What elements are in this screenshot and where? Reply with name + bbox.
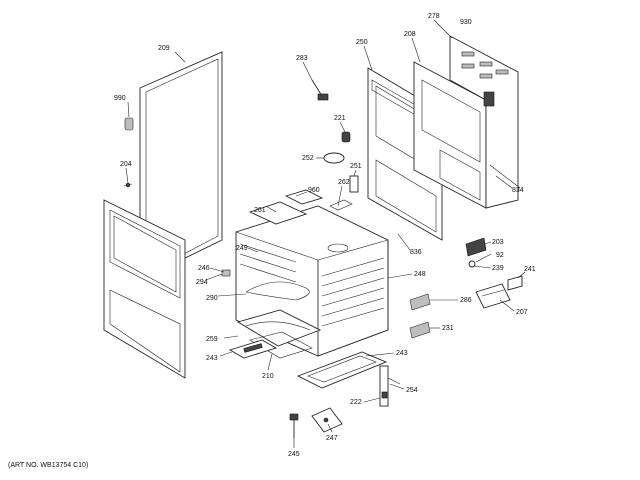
callout-254: 254 bbox=[406, 387, 418, 394]
connector-221 bbox=[341, 131, 351, 143]
callout-203: 203 bbox=[492, 239, 504, 246]
callout-960: 960 bbox=[308, 187, 320, 194]
bracket-252 bbox=[323, 152, 345, 164]
oven-bottom-210 bbox=[249, 331, 313, 359]
top-rear-panel-930 bbox=[449, 35, 521, 209]
callout-241: 241 bbox=[524, 266, 536, 273]
sensor-251 bbox=[349, 175, 359, 193]
bracket-241 bbox=[507, 275, 523, 291]
leveling-bracket-207 bbox=[475, 283, 511, 309]
callout-243-right: 243 bbox=[396, 350, 408, 357]
callout-239: 239 bbox=[492, 265, 504, 272]
door-frame-246 bbox=[103, 199, 186, 379]
screw-204 bbox=[123, 182, 133, 188]
broil-element-290 bbox=[245, 281, 310, 301]
door-latch-254 bbox=[379, 365, 401, 407]
callout-208: 208 bbox=[404, 31, 416, 38]
callout-207: 207 bbox=[516, 309, 528, 316]
callout-labels: 209 990 204 283 250 208 278 930 221 252 … bbox=[114, 13, 536, 458]
callout-290: 290 bbox=[206, 295, 218, 302]
callout-92: 92 bbox=[496, 252, 504, 259]
bolt-283 bbox=[311, 79, 329, 101]
callout-210: 210 bbox=[262, 373, 274, 380]
side-panel-209 bbox=[139, 51, 223, 281]
clip-990 bbox=[124, 117, 134, 131]
callout-246: 246 bbox=[198, 265, 210, 272]
leader-lines bbox=[125, 19, 526, 448]
callout-294: 294 bbox=[196, 279, 208, 286]
switch-286 bbox=[409, 293, 431, 311]
callout-249: 249 bbox=[236, 245, 248, 252]
callout-930: 930 bbox=[460, 19, 472, 26]
callout-261: 261 bbox=[254, 207, 266, 214]
callout-243-left: 243 bbox=[206, 355, 218, 362]
bake-element-259 bbox=[236, 309, 322, 347]
callout-221: 221 bbox=[334, 115, 346, 122]
art-number: (ART NO. WB13754 C10) bbox=[8, 462, 89, 469]
callout-834: 834 bbox=[512, 187, 524, 194]
callout-251: 251 bbox=[350, 163, 362, 170]
callout-231: 231 bbox=[442, 325, 454, 332]
hinge-294 bbox=[221, 269, 231, 277]
callout-204: 204 bbox=[120, 161, 132, 168]
bracket-247 bbox=[311, 407, 343, 433]
callout-262: 262 bbox=[338, 179, 350, 186]
element-262 bbox=[329, 199, 353, 211]
callout-247: 247 bbox=[326, 435, 338, 442]
callout-245: 245 bbox=[288, 451, 300, 458]
callout-222: 222 bbox=[350, 399, 362, 406]
callout-250: 250 bbox=[356, 39, 368, 46]
vent-trim-243-left bbox=[228, 339, 278, 359]
callout-278: 278 bbox=[428, 13, 440, 20]
rack-guides bbox=[239, 243, 385, 327]
callout-248: 248 bbox=[414, 271, 426, 278]
terminal-block-203 bbox=[465, 237, 487, 268]
callout-259: 259 bbox=[206, 336, 218, 343]
callout-209: 209 bbox=[158, 45, 170, 52]
callout-836: 836 bbox=[410, 249, 422, 256]
callout-283: 283 bbox=[296, 55, 308, 62]
duct-261 bbox=[248, 189, 324, 225]
leveling-leg-245 bbox=[289, 413, 299, 438]
callout-286: 286 bbox=[460, 297, 472, 304]
switch-231 bbox=[409, 321, 431, 339]
vent-trim-243-right bbox=[296, 351, 388, 389]
callout-252: 252 bbox=[302, 155, 314, 162]
callout-990: 990 bbox=[114, 95, 126, 102]
